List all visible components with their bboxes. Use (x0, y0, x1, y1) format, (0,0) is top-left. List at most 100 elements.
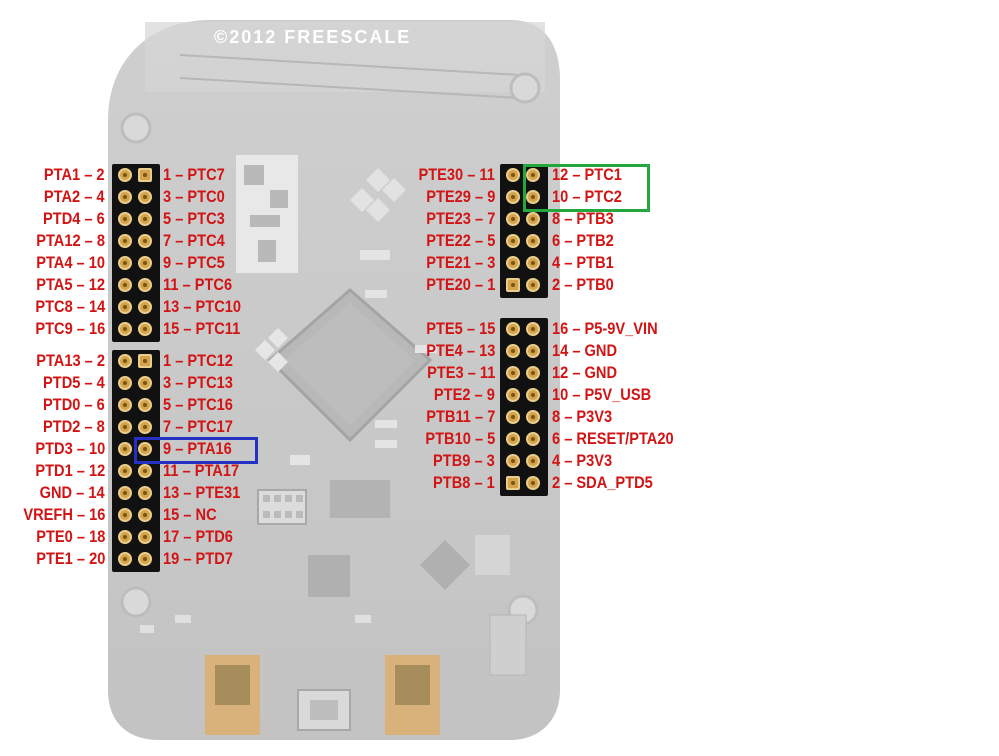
j3-pin (506, 256, 520, 270)
j3-pin (526, 168, 540, 182)
j2-right-label: 13 – PTE31 (163, 483, 241, 502)
j1-pin (138, 322, 152, 336)
j2-pin (118, 486, 132, 500)
j2-pin (138, 486, 152, 500)
j3-pin (526, 256, 540, 270)
j2-pin (138, 376, 152, 390)
j1-pin (138, 278, 152, 292)
j1-pin (138, 234, 152, 248)
j4-pin (506, 476, 520, 490)
j4-left-label: PTB10 – 5 (425, 429, 495, 448)
j1-left-label: PTC9 – 16 (35, 319, 105, 338)
j2-right-label: 19 – PTD7 (163, 549, 233, 568)
j1-left-label: PTD4 – 6 (43, 209, 105, 228)
j3-pin (506, 168, 520, 182)
j1-pin (118, 234, 132, 248)
j3-right-label: 6 – PTB2 (552, 231, 614, 250)
j3-left-label: PTE29 – 9 (425, 187, 495, 206)
j4-pin (526, 366, 540, 380)
j1-right-label: 1 – PTC7 (163, 165, 225, 184)
j4-right-label: 10 – P5V_USB (552, 385, 652, 404)
j2-pin (118, 552, 132, 566)
j1-left-label: PTA5 – 12 (36, 275, 105, 294)
j1-left-label: PTA1 – 2 (44, 165, 105, 184)
j2-left-label: PTD1 – 12 (35, 461, 105, 480)
j3-right-label: 2 – PTB0 (552, 275, 614, 294)
j4-right-label: 6 – RESET/PTA20 (552, 429, 674, 448)
j2-right-label: 15 – NC (163, 505, 217, 524)
j1-left-label: PTA4 – 10 (36, 253, 105, 272)
j4-pin (526, 344, 540, 358)
header-j1 (112, 164, 160, 342)
j2-left-label: PTE0 – 18 (35, 527, 105, 546)
j3-right-label: 8 – PTB3 (552, 209, 614, 228)
sda-header (489, 614, 527, 676)
j1-pin (118, 322, 132, 336)
j1-pin (138, 190, 152, 204)
j3-pin (526, 234, 540, 248)
j1-pin (118, 300, 132, 314)
j1-right-label: 9 – PTC5 (163, 253, 225, 272)
j3-left-label: PTE20 – 1 (425, 275, 495, 294)
j4-right-label: 16 – P5-9V_VIN (552, 319, 658, 338)
j2-left-label: PTE1 – 20 (35, 549, 105, 568)
j4-pin (526, 454, 540, 468)
j1-right-label: 5 – PTC3 (163, 209, 225, 228)
j2-pin (138, 508, 152, 522)
j3-pin (506, 190, 520, 204)
j3-right-label: 12 – PTC1 (552, 165, 622, 184)
j3-pin (526, 190, 540, 204)
j2-left-label: PTD5 – 4 (43, 373, 105, 392)
header-j4 (500, 318, 548, 496)
j3-pin (506, 234, 520, 248)
j2-right-label: 17 – PTD6 (163, 527, 233, 546)
j2-pin (138, 530, 152, 544)
j4-pin (526, 410, 540, 424)
j2-right-label: 11 – PTA17 (163, 461, 240, 480)
j2-pin (118, 508, 132, 522)
j1-pin (118, 212, 132, 226)
j4-left-label: PTE3 – 11 (426, 363, 495, 382)
copyright-text: ©2012 FREESCALE (214, 27, 412, 47)
j3-left-label: PTE23 – 7 (425, 209, 495, 228)
j1-right-label: 13 – PTC10 (163, 297, 242, 316)
j2-right-label: 5 – PTC16 (163, 395, 233, 414)
j2-left-label: PTD0 – 6 (43, 395, 105, 414)
j4-right-label: 12 – GND (552, 363, 618, 382)
j2-pin (138, 420, 152, 434)
j2-left-label: PTD3 – 10 (35, 439, 105, 458)
logo-chip (255, 328, 288, 372)
j4-left-label: PTB8 – 1 (433, 473, 495, 492)
j1-pin (118, 278, 132, 292)
j4-pin (506, 410, 520, 424)
j2-right-label: 9 – PTA16 (163, 439, 232, 458)
j4-left-label: PTB11 – 7 (425, 407, 495, 426)
j1-pin (138, 212, 152, 226)
j2-pin (118, 376, 132, 390)
j2-left-label: VREFH – 16 (22, 505, 105, 524)
j3-pin (506, 278, 520, 292)
j4-left-label: PTB9 – 3 (433, 451, 495, 470)
j2-right-label: 7 – PTC17 (163, 417, 233, 436)
j2-left-label: GND – 14 (39, 483, 105, 502)
j3-pin (506, 212, 520, 226)
sda-chip (330, 480, 390, 518)
j2-pin (138, 398, 152, 412)
j4-left-label: PTE4 – 13 (425, 341, 495, 360)
j1-pin (118, 190, 132, 204)
logo-upper (350, 168, 406, 222)
j1-right-label: 7 – PTC4 (163, 231, 225, 250)
j2-right-label: 1 – PTC12 (163, 351, 233, 370)
highlight-pta16 (134, 437, 258, 464)
j2-pin (118, 398, 132, 412)
j2-pin (118, 530, 132, 544)
j2-left-label: PTD2 – 8 (43, 417, 105, 436)
j3-left-label: PTE30 – 11 (418, 165, 495, 184)
j3-pin (526, 212, 540, 226)
j4-pin (506, 366, 520, 380)
j4-right-label: 4 – P3V3 (552, 451, 613, 470)
j2-pin (118, 354, 132, 368)
j4-pin (526, 476, 540, 490)
j4-pin (506, 344, 520, 358)
